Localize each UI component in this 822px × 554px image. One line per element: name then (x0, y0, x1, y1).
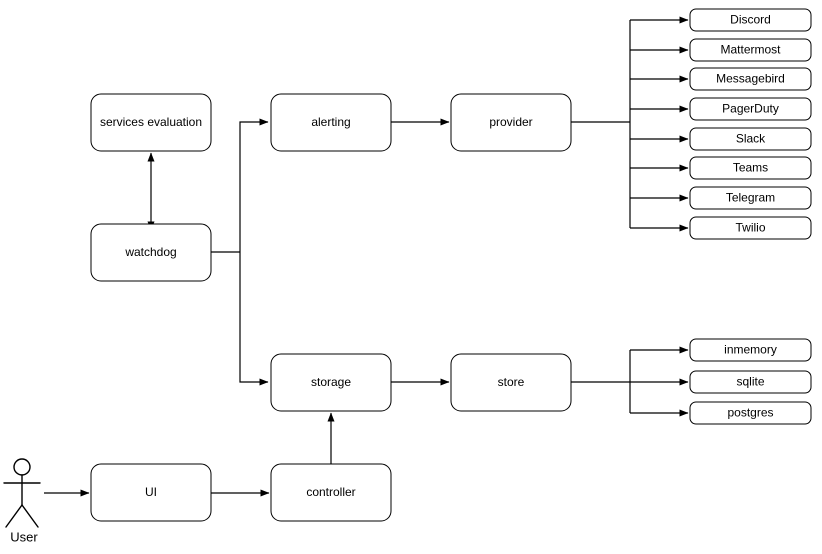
actor-user[interactable]: User (3, 458, 41, 544)
leaf-slack[interactable]: Slack (689, 127, 812, 151)
leaf-discord-box[interactable] (689, 8, 812, 32)
node-provider[interactable]: provider (450, 93, 572, 152)
actor-leg-right (21, 504, 39, 528)
leaf-slack-box[interactable] (689, 127, 812, 151)
leaf-slack-label: Slack (736, 132, 766, 146)
store-fanout-branches (630, 346, 689, 417)
leaf-pagerduty-label: PagerDuty (722, 102, 779, 116)
edge-watchdog-to-storage (239, 252, 269, 386)
edge-watchdog-to-alerting (239, 118, 269, 252)
leaf-postgres-box[interactable] (689, 401, 812, 425)
leaf-mattermost-box[interactable] (689, 38, 812, 62)
leaf-twilio[interactable]: Twilio (689, 216, 812, 240)
leaf-postgres[interactable]: postgres (689, 401, 812, 425)
actor-user-label: User (10, 529, 38, 544)
leaf-messagebird[interactable]: Messagebird (689, 67, 812, 91)
node-provider-label: provider (489, 115, 532, 129)
leaf-inmemory-label: inmemory (724, 343, 777, 357)
leaf-telegram-box[interactable] (689, 186, 812, 210)
node-provider-box[interactable] (450, 93, 572, 152)
leaf-discord[interactable]: Discord (689, 8, 812, 32)
leaf-sqlite-label: sqlite (736, 375, 764, 389)
node-watchdog[interactable]: watchdog (90, 223, 212, 282)
leaf-messagebird-label: Messagebird (716, 72, 785, 86)
leaf-discord-label: Discord (730, 13, 771, 27)
node-watchdog-label: watchdog (124, 245, 176, 259)
node-controller[interactable]: controller (270, 463, 392, 522)
node-store[interactable]: store (450, 353, 572, 412)
store-targets-group: inmemory sqlite postgres (689, 338, 812, 425)
leaf-pagerduty[interactable]: PagerDuty (689, 97, 812, 121)
leaf-messagebird-box[interactable] (689, 67, 812, 91)
leaf-teams-box[interactable] (689, 156, 812, 180)
node-services-evaluation[interactable]: services evaluation (90, 93, 212, 152)
leaf-telegram-label: Telegram (726, 191, 775, 205)
node-alerting-box[interactable] (270, 93, 392, 152)
leaf-mattermost-label: Mattermost (720, 43, 781, 57)
node-ui[interactable]: UI (90, 463, 212, 522)
leaf-pagerduty-box[interactable] (689, 97, 812, 121)
actor-head-icon (13, 458, 31, 476)
node-storage-box[interactable] (270, 353, 392, 412)
node-controller-label: controller (306, 485, 355, 499)
node-controller-box[interactable] (270, 463, 392, 522)
leaf-sqlite-box[interactable] (689, 370, 812, 394)
node-store-box[interactable] (450, 353, 572, 412)
node-store-label: store (498, 375, 525, 389)
node-storage-label: storage (311, 375, 351, 389)
node-services-evaluation-box[interactable] (90, 93, 212, 152)
node-ui-label: UI (145, 485, 157, 499)
leaf-inmemory-box[interactable] (689, 338, 812, 362)
leaf-inmemory[interactable]: inmemory (689, 338, 812, 362)
leaf-postgres-label: postgres (727, 406, 773, 420)
leaf-mattermost[interactable]: Mattermost (689, 38, 812, 62)
provider-targets-group: Discord Mattermost Messagebird PagerDuty… (689, 8, 812, 240)
provider-fanout-branches (630, 16, 689, 232)
leaf-twilio-label: Twilio (735, 221, 765, 235)
leaf-teams-label: Teams (733, 161, 768, 175)
node-alerting[interactable]: alerting (270, 93, 392, 152)
edge-layer (44, 16, 689, 497)
node-ui-box[interactable] (90, 463, 212, 522)
leaf-teams[interactable]: Teams (689, 156, 812, 180)
node-alerting-label: alerting (311, 115, 350, 129)
leaf-telegram[interactable]: Telegram (689, 186, 812, 210)
node-storage[interactable]: storage (270, 353, 392, 412)
actor-leg-left (5, 504, 23, 528)
node-watchdog-box[interactable] (90, 223, 212, 282)
node-services-evaluation-label: services evaluation (100, 115, 202, 129)
leaf-twilio-box[interactable] (689, 216, 812, 240)
leaf-sqlite[interactable]: sqlite (689, 370, 812, 394)
